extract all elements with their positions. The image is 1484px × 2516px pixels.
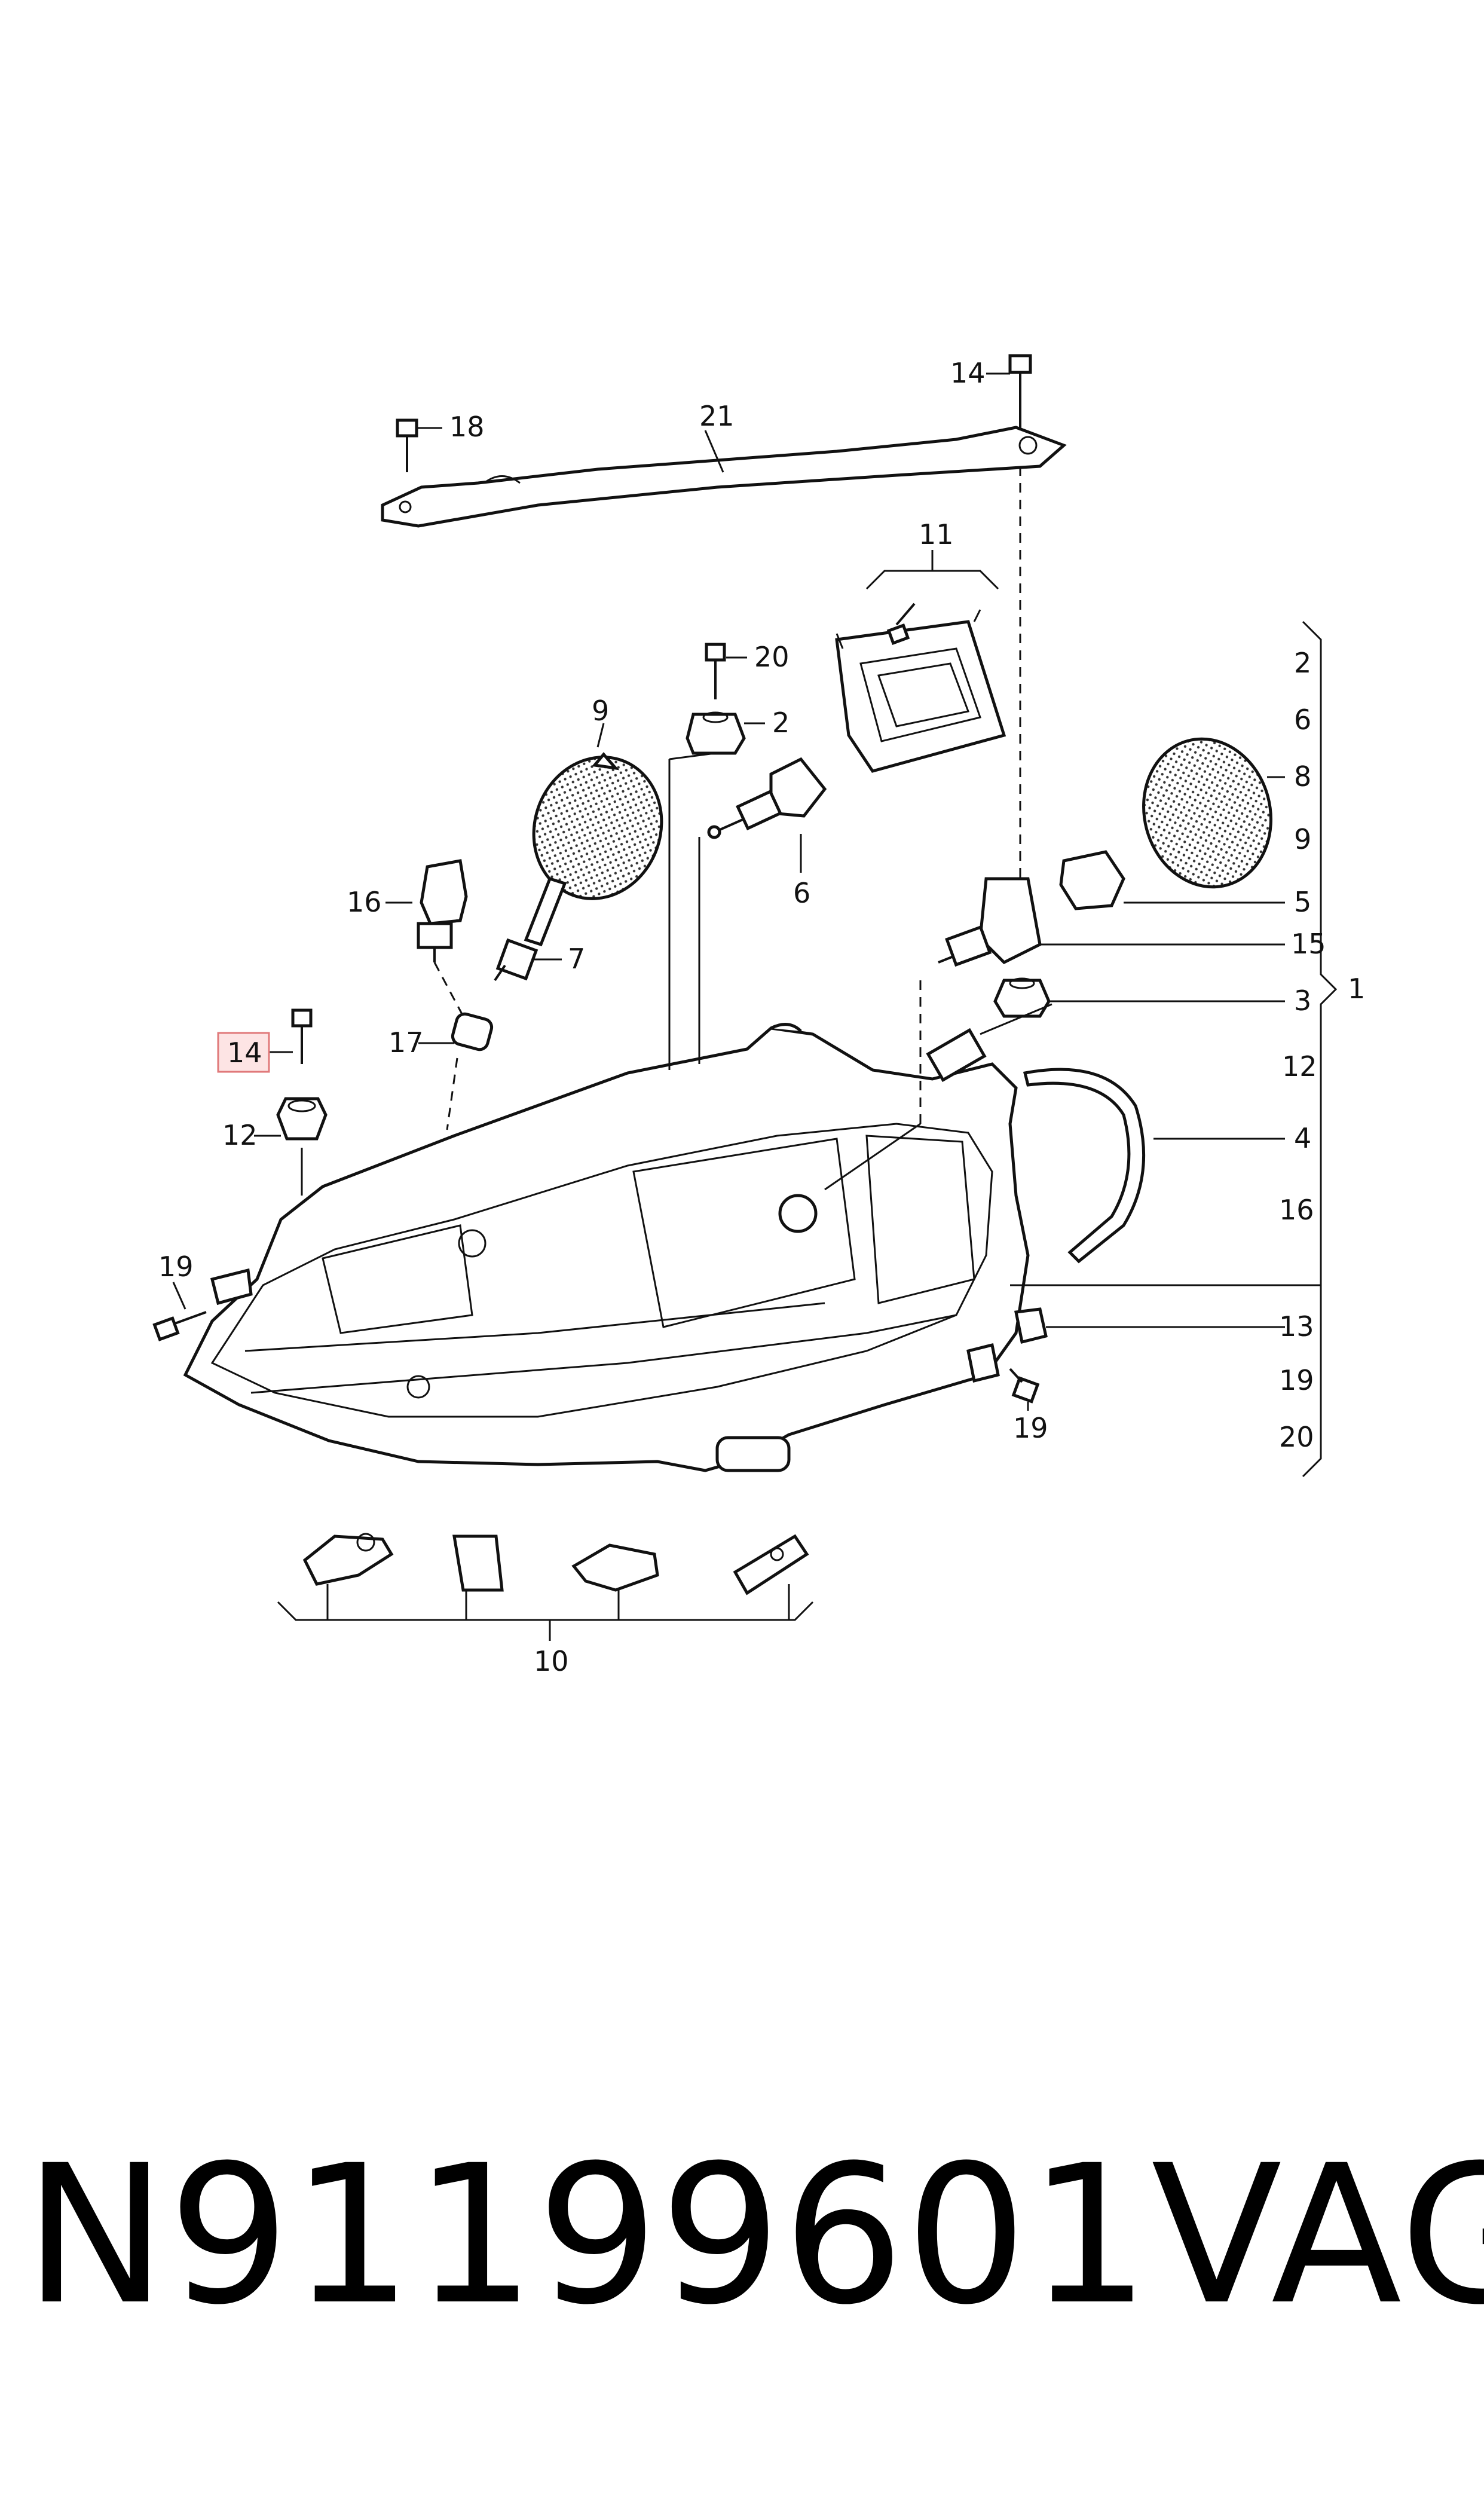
callout-16: 16 (347, 886, 382, 918)
socket-3 (993, 977, 1051, 1018)
callout-19-bottom: 19 (1013, 1412, 1048, 1444)
bolt-19-bottom (1009, 1368, 1040, 1404)
bracket-item: 20 (1279, 1421, 1314, 1453)
repair-kit-10 (302, 1533, 809, 1595)
callout-19-left: 19 (158, 1251, 194, 1283)
callout-15: 15 (1291, 928, 1326, 960)
clip-13 (1014, 1307, 1048, 1344)
callout-6: 6 (793, 877, 810, 909)
callout-14-selected: 14 (227, 1037, 262, 1069)
mounting-bracket-21 (381, 426, 1067, 528)
callout-17: 17 (388, 1026, 424, 1059)
bulb-16 (417, 859, 468, 962)
callout-2: 2 (772, 707, 790, 739)
bracket-item: 6 (1294, 704, 1311, 736)
callout-9: 9 (592, 695, 609, 727)
bolt-20 (705, 643, 726, 699)
callout-lines (172, 372, 1338, 1641)
callout-4: 4 (1294, 1122, 1311, 1154)
callout-13: 13 (1279, 1310, 1314, 1343)
bolt-14 (291, 1008, 313, 1064)
bulb-15 (938, 877, 1042, 967)
callout-labels: 21 18 14 11 20 2 9 6 16 7 14 17 12 19 19… (158, 357, 1365, 1677)
bracket-item: 9 (1294, 823, 1311, 855)
bracket-item: 19 (1279, 1364, 1314, 1396)
leader-lines (301, 752, 1052, 1196)
bulb-6 (707, 757, 827, 839)
seal-strip-4 (1023, 1068, 1146, 1264)
brand-name: VAG (1151, 2124, 1484, 2347)
wiring-socket-7 (494, 876, 567, 982)
cover-cap-8 (1142, 737, 1272, 889)
headlamp-housing (183, 1023, 1030, 1472)
callout-5: 5 (1294, 886, 1311, 918)
bolt-19-left (152, 1268, 253, 1341)
callout-20: 20 (754, 641, 790, 673)
footer: N91199601 VAG (24, 2116, 1484, 2355)
callout-12: 12 (222, 1119, 258, 1151)
bracket-item: 2 (1294, 647, 1311, 679)
grommet-12 (276, 1097, 328, 1141)
selected-part-highlight (217, 1032, 270, 1073)
callout-8: 8 (1294, 760, 1311, 793)
control-unit-11 (835, 603, 1006, 773)
part-number: N91199601 (24, 2124, 1152, 2347)
clip-2 (686, 711, 746, 755)
bracket-item: 16 (1279, 1194, 1314, 1226)
callout-18: 18 (449, 411, 485, 443)
callout-10: 10 (534, 1645, 569, 1677)
callout-1: 1 (1348, 973, 1365, 1005)
bracket-item: 12 (1282, 1050, 1317, 1083)
cover-cap-9 (532, 752, 663, 900)
bolt-18 (396, 418, 418, 472)
callout-11: 11 (919, 518, 954, 551)
bolt-14-top (1008, 354, 1032, 921)
callout-21: 21 (699, 400, 735, 432)
callout-3: 3 (1294, 985, 1311, 1017)
callout-14-top: 14 (950, 357, 986, 389)
bulb-holder-5 (1059, 850, 1125, 910)
callout-7: 7 (568, 943, 585, 975)
bulb-17 (451, 1012, 494, 1051)
